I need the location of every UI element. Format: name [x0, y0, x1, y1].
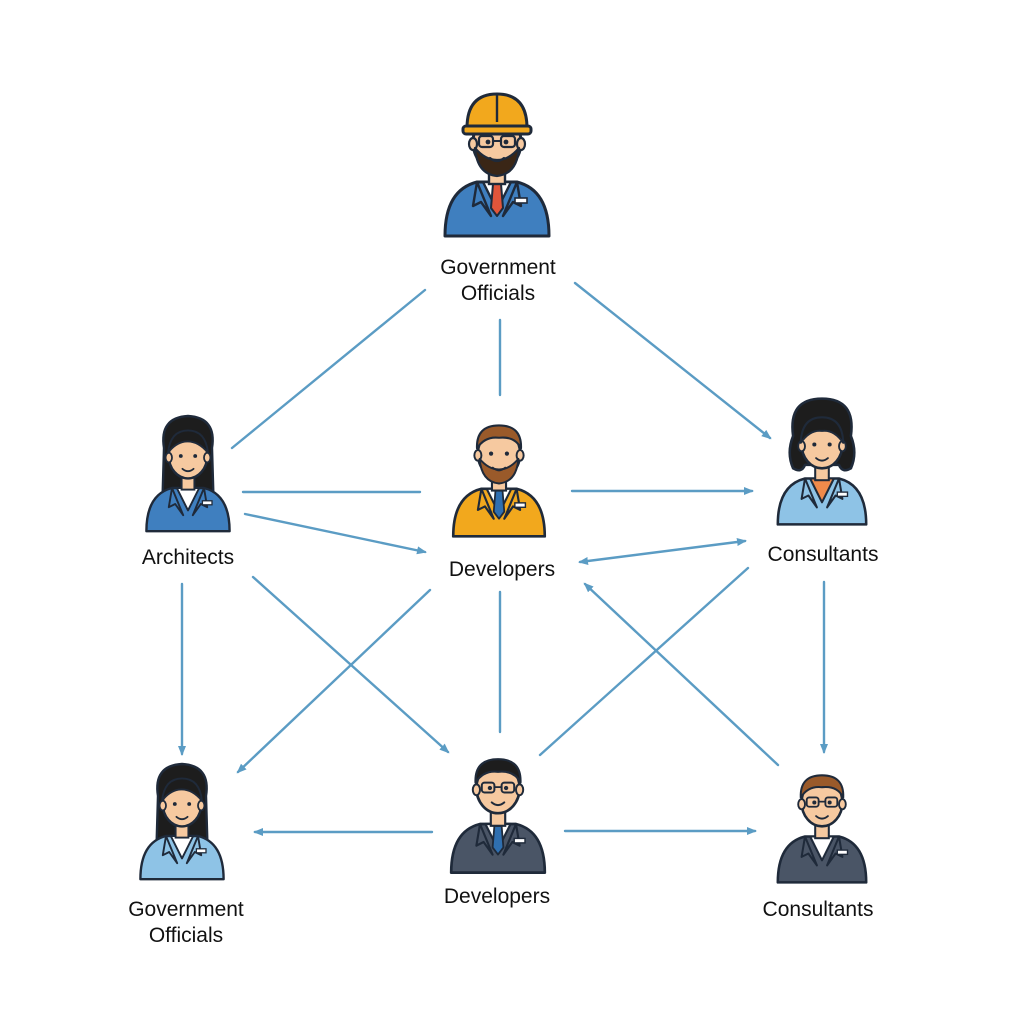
label-consultants-bottom: Consultants: [708, 897, 928, 923]
avatar-woman-curly-hair-orange-top-icon: [776, 397, 868, 526]
label-line: Developers: [443, 885, 551, 908]
label-line: Government: [440, 256, 556, 279]
avatar-man-glasses-dark-suit-icon: [449, 758, 547, 874]
connector-layer: [178, 281, 828, 836]
label-line: Government: [128, 898, 244, 921]
avatar-woman-long-black-hair-blue-suit-icon: [139, 762, 225, 881]
connector-gov_top-to-consultants_right: [573, 281, 772, 440]
label-architects: Architects: [78, 545, 298, 571]
connector-gov_top-to-architects: [230, 288, 427, 450]
label-gov-bottom: Government Officials: [76, 897, 296, 949]
avatar-man-hardhat-glasses-beard-icon: [443, 92, 551, 238]
label-line: Consultants: [767, 543, 879, 566]
label-line: Officials: [148, 924, 224, 947]
label-developers-mid: Developers: [392, 557, 612, 583]
avatar-layer: [139, 92, 868, 884]
label-line: Consultants: [762, 898, 874, 921]
label-gov-top: Government Officials: [388, 255, 608, 307]
label-consultants-right: Consultants: [713, 542, 933, 568]
avatar-man-beard-orange-suit-icon: [451, 424, 547, 538]
label-line: Officials: [460, 282, 536, 305]
connector-architects-to-developers_mid: [243, 512, 427, 555]
connector-developers_mid-to-gov_bottom: [236, 588, 432, 774]
label-line: Developers: [448, 558, 556, 581]
label-developers-bottom: Developers: [387, 884, 607, 910]
avatar-woman-long-black-hair-icon: [145, 414, 231, 533]
avatar-man-glasses-brown-hair-icon: [776, 774, 868, 884]
label-line: Architects: [141, 546, 235, 569]
connector-consultants_bottom-to-developers_mid: [583, 582, 780, 767]
connector-consultants_right-to-developers_bottom: [538, 566, 750, 757]
connector-consultants_right-to-developers_mid: [578, 538, 747, 565]
